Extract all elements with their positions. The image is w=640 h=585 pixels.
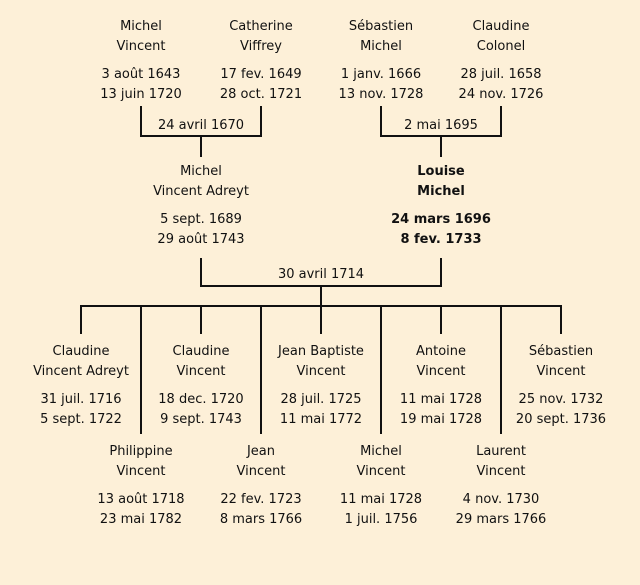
marriage-date-parents: 30 avril 1714: [277, 267, 365, 282]
person-child: Sébastien Vincent 25 nov. 1732 20 sept. …: [496, 342, 626, 430]
person-paternal-grandmother: Catherine Viffrey 17 fev. 1649 28 oct. 1…: [196, 17, 326, 105]
person-death-date: 24 nov. 1726: [458, 87, 544, 102]
person-first-name: Claudine: [472, 19, 530, 34]
person-death-date: 20 sept. 1736: [515, 412, 607, 427]
person-death-date: 23 mai 1782: [99, 512, 183, 527]
person-death-date: 8 fev. 1733: [400, 232, 482, 247]
person-last-name: Colonel: [476, 39, 526, 54]
person-death-date: 13 nov. 1728: [338, 87, 424, 102]
person-birth-date: 13 août 1718: [97, 492, 185, 507]
person-first-name: Louise: [417, 164, 465, 179]
person-last-name: Vincent: [296, 364, 346, 379]
person-last-name: Michel: [360, 39, 402, 54]
person-birth-date: 17 fev. 1649: [220, 67, 302, 82]
person-child: Jean Baptiste Vincent 28 juil. 1725 11 m…: [256, 342, 386, 430]
person-first-name: Michel: [180, 164, 222, 179]
person-birth-date: 28 juil. 1725: [280, 392, 362, 407]
person-death-date: 19 mai 1728: [399, 412, 483, 427]
person-birth-date: 24 mars 1696: [391, 212, 491, 227]
person-maternal-grandfather: Sébastien Michel 1 janv. 1666 13 nov. 17…: [316, 17, 446, 105]
person-birth-date: 31 juil. 1716: [40, 392, 122, 407]
person-last-name: Michel: [417, 184, 465, 199]
marriage-date-paternal: 24 avril 1670: [157, 118, 245, 133]
person-death-date: 13 juin 1720: [100, 87, 182, 102]
person-death-date: 8 mars 1766: [219, 512, 303, 527]
person-first-name: Sébastien: [528, 344, 594, 359]
person-death-date: 29 août 1743: [157, 232, 245, 247]
person-child: Laurent Vincent 4 nov. 1730 29 mars 1766: [436, 442, 566, 530]
person-first-name: Michel: [120, 19, 162, 34]
person-first-name: Claudine: [52, 344, 110, 359]
person-birth-date: 4 nov. 1730: [462, 492, 540, 507]
person-birth-date: 25 nov. 1732: [518, 392, 604, 407]
person-birth-date: 11 mai 1728: [399, 392, 483, 407]
person-last-name: Vincent: [176, 364, 226, 379]
person-first-name: Catherine: [229, 19, 293, 34]
person-last-name: Vincent: [416, 364, 466, 379]
person-birth-date: 3 août 1643: [101, 67, 181, 82]
person-paternal-grandfather: Michel Vincent 3 août 1643 13 juin 1720: [76, 17, 206, 105]
person-child: Jean Vincent 22 fev. 1723 8 mars 1766: [196, 442, 326, 530]
person-death-date: 5 sept. 1722: [40, 412, 122, 427]
person-child: Antoine Vincent 11 mai 1728 19 mai 1728: [376, 342, 506, 430]
person-first-name: Jean: [246, 444, 276, 459]
person-death-date: 29 mars 1766: [455, 512, 547, 527]
person-last-name: Viffrey: [240, 39, 282, 54]
person-birth-date: 5 sept. 1689: [160, 212, 242, 227]
person-first-name: Philippine: [109, 444, 173, 459]
person-birth-date: 18 dec. 1720: [158, 392, 244, 407]
person-death-date: 1 juil. 1756: [344, 512, 418, 527]
person-father: Michel Vincent Adreyt 5 sept. 1689 29 ao…: [136, 162, 266, 250]
person-death-date: 11 mai 1772: [279, 412, 363, 427]
person-birth-date: 1 janv. 1666: [340, 67, 422, 82]
person-first-name: Claudine: [172, 344, 230, 359]
person-first-name: Laurent: [476, 444, 526, 459]
person-last-name: Vincent: [536, 364, 586, 379]
person-birth-date: 11 mai 1728: [339, 492, 423, 507]
person-death-date: 9 sept. 1743: [160, 412, 242, 427]
person-first-name: Jean Baptiste: [278, 344, 364, 359]
person-child: Michel Vincent 11 mai 1728 1 juil. 1756: [316, 442, 446, 530]
person-child: Philippine Vincent 13 août 1718 23 mai 1…: [76, 442, 206, 530]
person-last-name: Vincent: [116, 464, 166, 479]
person-last-name: Vincent Adreyt: [33, 364, 129, 379]
marriage-date-maternal: 2 mai 1695: [404, 118, 478, 133]
person-last-name: Vincent: [236, 464, 286, 479]
person-first-name: Sébastien: [348, 19, 414, 34]
person-birth-date: 28 juil. 1658: [460, 67, 542, 82]
person-last-name: Vincent: [476, 464, 526, 479]
person-first-name: Antoine: [415, 344, 467, 359]
person-child: Claudine Vincent Adreyt 31 juil. 1716 5 …: [16, 342, 146, 430]
person-child: Claudine Vincent 18 dec. 1720 9 sept. 17…: [136, 342, 266, 430]
person-last-name: Vincent: [116, 39, 166, 54]
person-first-name: Michel: [360, 444, 402, 459]
person-mother-focus: Louise Michel 24 mars 1696 8 fev. 1733: [376, 162, 506, 250]
person-death-date: 28 oct. 1721: [219, 87, 303, 102]
person-birth-date: 22 fev. 1723: [220, 492, 302, 507]
person-maternal-grandmother: Claudine Colonel 28 juil. 1658 24 nov. 1…: [436, 17, 566, 105]
person-last-name: Vincent: [356, 464, 406, 479]
person-last-name: Vincent Adreyt: [153, 184, 249, 199]
